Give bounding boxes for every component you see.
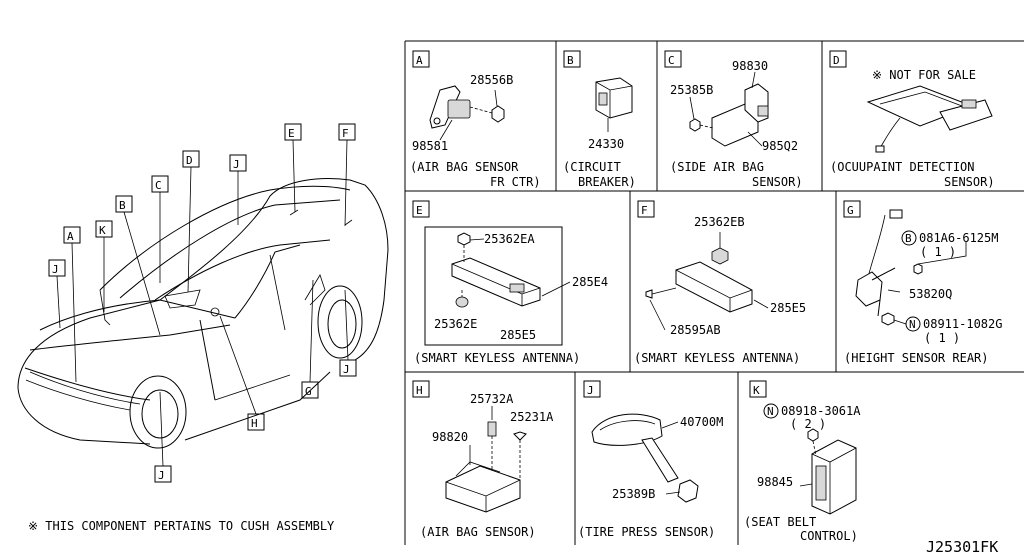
- part-08911-1082g: 08911-1082G: [923, 317, 1002, 331]
- panel-a-caption-2: FR CTR): [490, 175, 541, 189]
- part-08918-qty: ( 2 ): [790, 417, 826, 431]
- part-24330: 24330: [588, 137, 624, 151]
- panel-g-caption: (HEIGHT SENSOR REAR): [844, 351, 989, 365]
- svg-text:C: C: [155, 179, 162, 192]
- part-25362eb: 25362EB: [694, 215, 745, 229]
- callout-symbol-n-k: N: [767, 405, 774, 418]
- part-25231a: 25231A: [510, 410, 554, 424]
- svg-text:J: J: [158, 469, 165, 482]
- svg-text:H: H: [251, 417, 258, 430]
- svg-text:K: K: [99, 224, 106, 237]
- panel-k-caption-1: (SEAT BELT: [744, 515, 816, 529]
- svg-text:A: A: [67, 230, 74, 243]
- panel-f: F 25362EB 285E5 28595AB (SMART KEYLESS A…: [634, 200, 806, 365]
- part-25389b: 25389B: [612, 487, 655, 501]
- diagram-code: J25301FK: [926, 538, 998, 556]
- panel-grid: [404, 40, 1024, 545]
- panel-h-caption: (AIR BAG SENSOR): [420, 525, 536, 539]
- part-98845: 98845: [757, 475, 793, 489]
- part-40700m: 40700M: [680, 415, 723, 429]
- panel-b-caption-2: BREAKER): [578, 175, 636, 189]
- car-callout-f: F: [338, 123, 356, 227]
- panel-c: C 98830 25385B 985Q2 (SIDE AIR BAG SENSO…: [664, 50, 803, 189]
- part-28595ab: 28595AB: [670, 323, 721, 337]
- car-callout-j-left: J: [48, 259, 66, 329]
- panel-g-letter: G: [847, 204, 854, 217]
- car-callout-c: C: [151, 175, 169, 283]
- part-08911-qty: ( 1 ): [924, 331, 960, 345]
- part-98820: 98820: [432, 430, 468, 444]
- panel-c-letter: C: [668, 54, 675, 67]
- panel-b: B 24330 (CIRCUIT BREAKER): [563, 50, 636, 189]
- part-285e5-e: 285E5: [500, 328, 536, 342]
- panel-k-caption-2: CONTROL): [800, 529, 858, 543]
- panel-b-letter: B: [567, 54, 574, 67]
- car-callout-d: D: [182, 150, 200, 293]
- car-callout-j-right: J: [339, 289, 357, 377]
- panel-f-letter: F: [641, 204, 648, 217]
- panel-d-letter: D: [833, 54, 840, 67]
- panel-d-caption-2: SENSOR): [944, 175, 995, 189]
- part-285e4: 285E4: [572, 275, 608, 289]
- callout-symbol-n: N: [909, 318, 916, 331]
- part-25732a: 25732A: [470, 392, 514, 406]
- part-081a6-6125m: 081A6-6125M: [919, 231, 998, 245]
- part-98581: 98581: [412, 139, 448, 153]
- car-callout-k: K: [95, 220, 113, 312]
- panel-h: H 25732A 25231A 98820 (AIR BAG SENSOR): [412, 380, 554, 539]
- panel-j: J 40700M 25389B (TIRE PRESS SENSOR): [578, 380, 723, 539]
- svg-text:J: J: [52, 263, 59, 276]
- panel-e: E 25362EA 285E4 25362E 285E5 (SMART KEYL…: [412, 200, 608, 365]
- panel-f-caption: (SMART KEYLESS ANTENNA): [634, 351, 800, 365]
- footnote: ※ THIS COMPONENT PERTAINS TO CUSH ASSEMB…: [28, 519, 335, 533]
- panel-a-caption-1: (AIR BAG SENSOR: [410, 160, 519, 174]
- car-callout-h: H: [219, 315, 265, 431]
- panel-h-letter: H: [416, 384, 423, 397]
- panel-a: A 28556B 98581 (AIR BAG SENSOR FR CTR): [410, 50, 541, 189]
- panel-k-letter: K: [753, 384, 760, 397]
- panel-b-caption-1: (CIRCUIT: [563, 160, 621, 174]
- part-081a6-qty: ( 1 ): [920, 245, 956, 259]
- part-08918-3061a: 08918-3061A: [781, 404, 861, 418]
- car-callout-e: E: [284, 123, 302, 213]
- part-25362ea: 25362EA: [484, 232, 535, 246]
- svg-text:F: F: [342, 127, 349, 140]
- svg-text:J: J: [343, 363, 350, 376]
- panel-j-caption: (TIRE PRESS SENSOR): [578, 525, 715, 539]
- car-callouts: E F D J C B K A J G J H J: [48, 123, 357, 483]
- car-callout-g: G: [301, 279, 319, 399]
- car-callout-a: A: [63, 226, 81, 383]
- svg-text:J: J: [233, 158, 240, 171]
- panel-j-letter: J: [587, 384, 594, 397]
- car-callout-j-top: J: [229, 154, 247, 225]
- panel-d-note: ※ NOT FOR SALE: [872, 68, 976, 82]
- part-53820q: 53820Q: [909, 287, 952, 301]
- part-25385b: 25385B: [670, 83, 713, 97]
- panel-d-caption-1: (OCUUPAINT DETECTION: [830, 160, 975, 174]
- panel-g: G B 081A6-6125M ( 1 ) 53820Q N 08911-108…: [843, 200, 1002, 365]
- part-285e5-f: 285E5: [770, 301, 806, 315]
- part-25362e: 25362E: [434, 317, 477, 331]
- svg-text:B: B: [119, 199, 126, 212]
- svg-text:E: E: [288, 127, 295, 140]
- car-callout-j-bottom: J: [154, 391, 172, 483]
- panel-k: K N 08918-3061A ( 2 ) 98845 (SEAT BELT C…: [744, 380, 861, 543]
- part-98830: 98830: [732, 59, 768, 73]
- panel-e-caption: (SMART KEYLESS ANTENNA): [414, 351, 580, 365]
- svg-text:D: D: [186, 154, 193, 167]
- part-28556b: 28556B: [470, 73, 513, 87]
- car-illustration: [17, 178, 389, 449]
- panel-d: D ※ NOT FOR SALE (OCUUPAINT DETECTION SE…: [829, 50, 995, 189]
- callout-symbol-b: B: [905, 232, 912, 245]
- car-callout-b: B: [115, 195, 161, 336]
- panel-a-letter: A: [416, 54, 423, 67]
- svg-text:G: G: [305, 385, 312, 398]
- panel-c-caption-1: (SIDE AIR BAG: [670, 160, 764, 174]
- panel-e-letter: E: [416, 204, 423, 217]
- part-985q2: 985Q2: [762, 139, 798, 153]
- panel-c-caption-2: SENSOR): [752, 175, 803, 189]
